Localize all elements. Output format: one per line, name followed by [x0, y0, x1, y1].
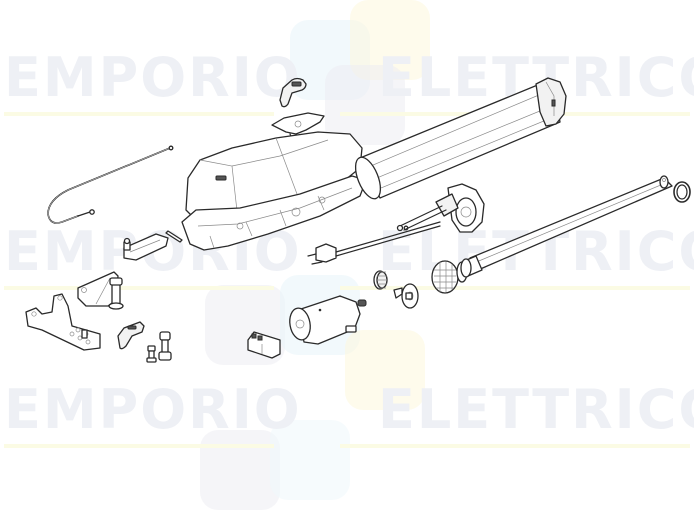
- gear-wheel-icon: [393, 283, 419, 309]
- release-cable-icon: [47, 145, 174, 224]
- o-ring-icon: [673, 181, 691, 203]
- terminal-block-icon: [247, 331, 281, 359]
- rear-flange-assembly-icon: [396, 183, 485, 233]
- motor-housing-icon: [181, 131, 367, 251]
- tube-end-cap-icon: [535, 77, 567, 127]
- screw-small-icon: [146, 345, 157, 363]
- watermark-logo-yellow-2: [345, 330, 425, 410]
- watermark-row-3: EMPORIO ELETTRICO: [0, 380, 694, 450]
- rear-bracket-icon: [25, 293, 101, 351]
- outer-tube-icon: [354, 83, 561, 200]
- push-rod-icon: [460, 175, 673, 278]
- pinion-gear-icon: [373, 270, 388, 290]
- limit-switch-carriage-icon: [123, 233, 169, 261]
- watermark-left-word: EMPORIO: [4, 378, 302, 441]
- watermark-underline: [340, 286, 690, 290]
- connector-icon: [307, 221, 441, 265]
- electric-motor-icon: [289, 295, 367, 345]
- release-key-top-icon: [279, 77, 307, 108]
- pin-icon: [165, 230, 183, 243]
- watermark-left-word: EMPORIO: [4, 46, 302, 109]
- watermark-underline: [4, 286, 274, 290]
- watermark-right-word: ELETTRICO: [378, 378, 694, 441]
- watermark-underline: [4, 444, 274, 448]
- watermark-underline: [4, 112, 274, 116]
- bolt-icon: [158, 331, 172, 361]
- watermark-logo-blue-3: [270, 420, 350, 500]
- watermark-underline: [340, 444, 690, 448]
- front-bracket-icon: [77, 271, 124, 310]
- release-key-bottom-icon: [117, 321, 145, 350]
- watermark-logo-gray: [325, 65, 405, 145]
- watermark-logo-gray-3: [200, 430, 280, 510]
